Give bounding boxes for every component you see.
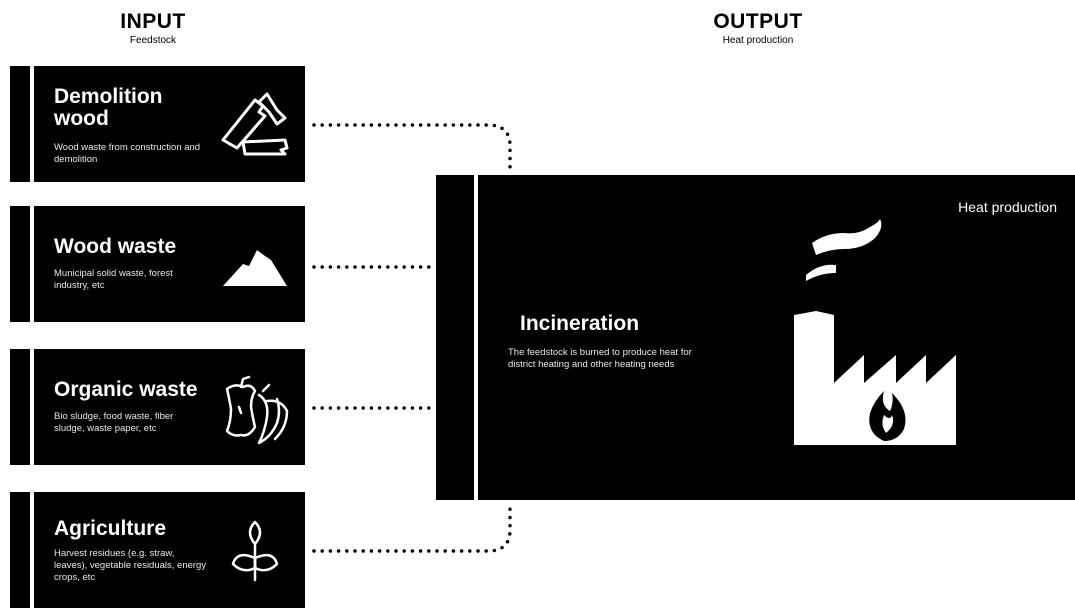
output-label: Heat production (958, 199, 1057, 215)
card-title: Wood waste (54, 236, 176, 258)
output-description: The feedstock is burned to produce heat … (508, 347, 692, 370)
feedstock-card-demolition-wood: Demolition wood Wood waste from construc… (10, 66, 305, 182)
pile-icon (223, 250, 287, 286)
card-title-line-1: Agriculture (54, 517, 167, 540)
output-subtitle: Heat production (722, 35, 794, 46)
card-divider (30, 206, 34, 322)
feedstock-card-wood-waste: Wood waste Municipal solid waste, forest… (10, 206, 305, 322)
card-title: Demolition wood (54, 86, 163, 130)
card-description: Wood waste from construction and demolit… (54, 142, 201, 165)
card-description: Municipal solid waste, forest industry, … (54, 268, 173, 291)
connector-agriculture (312, 501, 512, 553)
feedstock-card-agriculture: Agriculture Harvest residues (e.g. straw… (10, 492, 305, 608)
card-title: Organic waste (54, 379, 198, 401)
card-title-line-1: Demolition (54, 85, 163, 108)
output-title-header: OUTPUT (713, 10, 803, 33)
output-incineration-box: Heat production Incineration The feedsto… (436, 175, 1075, 500)
card-divider (30, 492, 34, 608)
sprout-icon (231, 520, 279, 582)
card-divider (30, 66, 34, 182)
apple-core-banana-icon (225, 375, 289, 445)
card-description: Harvest residues (e.g. straw, leaves), v… (54, 548, 207, 583)
input-column-header: INPUT Feedstock (103, 10, 203, 47)
feedstock-card-organic-waste: Organic waste Bio sludge, food waste, fi… (10, 349, 305, 465)
factory-flame-icon (794, 219, 956, 445)
card-title-line-1: Wood waste (54, 235, 177, 258)
input-title: INPUT (120, 10, 186, 33)
input-subtitle: Feedstock (129, 35, 177, 46)
card-description: Bio sludge, food waste, fiber sludge, wa… (54, 411, 174, 434)
card-title: Agriculture (54, 518, 166, 540)
card-title-line-2: wood (54, 107, 109, 130)
card-title-line-1: Organic waste (54, 378, 198, 401)
connector-demolition-wood (312, 123, 512, 174)
broken-planks-icon (221, 92, 289, 156)
output-column-header: OUTPUT Heat production (698, 10, 818, 47)
box-divider (474, 175, 478, 500)
output-title: Incineration (520, 312, 640, 335)
card-divider (30, 349, 34, 465)
